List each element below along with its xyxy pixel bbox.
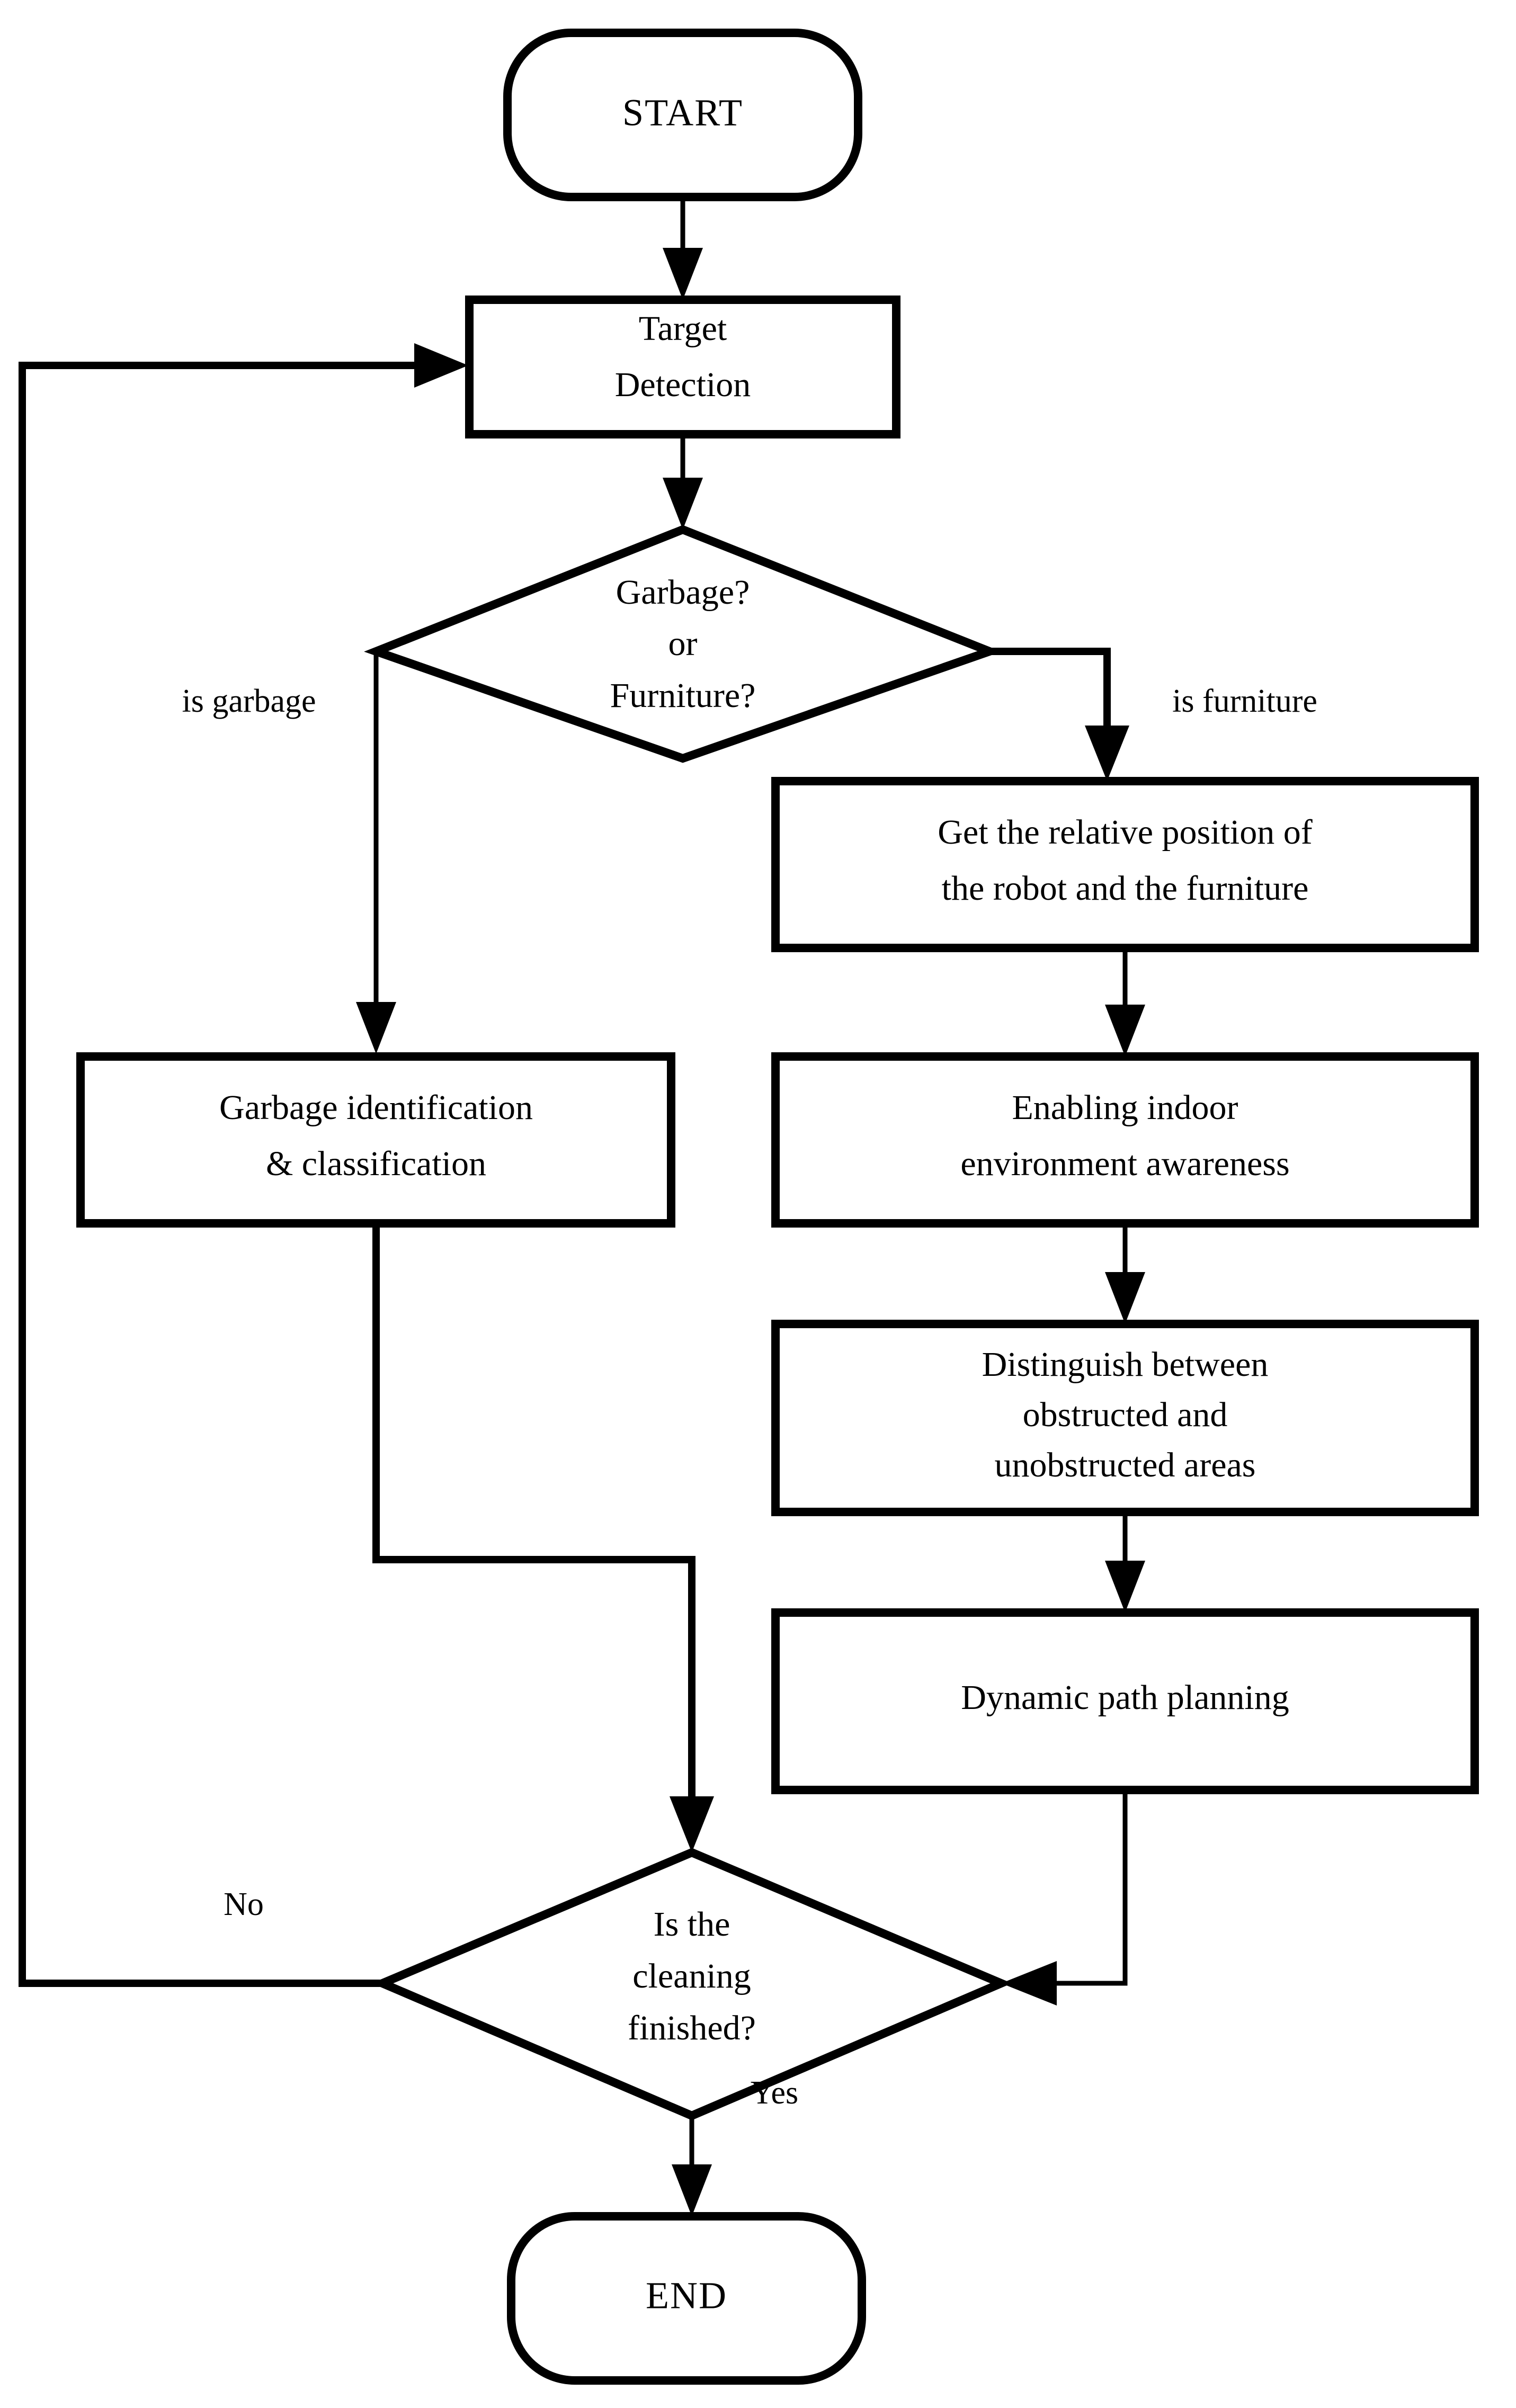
- node-relative-position[interactable]: Get the relative position of the robot a…: [771, 777, 1479, 952]
- node-path-planning-label: Dynamic path planning: [961, 1678, 1289, 1717]
- edge-distinguish-areas-to-path-planning: [1105, 1512, 1145, 1613]
- node-start-label: START: [622, 92, 743, 134]
- edge-target-detection-to-decision-type: [663, 434, 703, 530]
- node-decision-type-label-line3: Furniture?: [610, 676, 756, 715]
- node-decision-type-label-line1: Garbage?: [616, 573, 750, 612]
- node-start[interactable]: START: [503, 29, 862, 201]
- edge-environment-awareness-to-distinguish-areas: [1105, 1223, 1145, 1324]
- node-relative-position-label-line2: the robot and the furniture: [942, 869, 1309, 908]
- edge-decision-finished-yes-to-end: [672, 2116, 712, 2216]
- node-decision-finished-label-line1: Is the: [654, 1905, 730, 1944]
- node-garbage-box-label-line1: Garbage identification: [219, 1088, 533, 1127]
- node-distinguish-areas-label-line3: unobstructed areas: [995, 1446, 1256, 1484]
- node-distinguish-areas-label-line1: Distinguish between: [982, 1345, 1269, 1384]
- node-distinguish-areas[interactable]: Distinguish between obstructed and unobs…: [771, 1320, 1479, 1516]
- node-garbage-box[interactable]: Garbage identification & classification: [76, 1052, 675, 1228]
- node-decision-finished-label-line3: finished?: [628, 2009, 756, 2047]
- edge-label-is-furniture: is furniture: [1172, 683, 1317, 719]
- edge-decision-type-is-furniture: [989, 648, 1129, 781]
- node-target-detection-label-line1: Target: [639, 309, 727, 348]
- node-decision-type-label-line2: or: [668, 624, 698, 663]
- node-decision-type[interactable]: Garbage? or Furniture?: [364, 525, 1002, 763]
- node-relative-position-label-line1: Get the relative position of: [938, 813, 1312, 852]
- node-decision-finished-label-line2: cleaning: [632, 1957, 751, 1995]
- node-environment-awareness[interactable]: Enabling indoor environment awareness: [771, 1052, 1479, 1228]
- node-path-planning[interactable]: Dynamic path planning: [771, 1608, 1479, 1794]
- edge-garbage-box-to-decision-finished: [372, 1223, 714, 1852]
- node-end[interactable]: END: [507, 2212, 866, 2385]
- edge-label-no: No: [224, 1886, 264, 1922]
- edge-label-yes: Yes: [751, 2075, 798, 2111]
- edge-relative-position-to-environment-awareness: [1105, 948, 1145, 1057]
- node-environment-awareness-label-line1: Enabling indoor: [1012, 1088, 1238, 1127]
- node-decision-finished[interactable]: Is the cleaning finished?: [371, 1848, 1012, 2120]
- node-environment-awareness-label-line2: environment awareness: [960, 1144, 1289, 1183]
- edge-start-to-target-detection: [663, 197, 703, 300]
- node-end-label: END: [646, 2275, 727, 2317]
- node-garbage-box-label-line2: & classification: [266, 1144, 486, 1183]
- node-target-detection[interactable]: Target Detection: [465, 296, 900, 438]
- edge-decision-type-is-garbage: [356, 651, 396, 1054]
- edge-path-planning-to-decision-finished: [1001, 1790, 1128, 2006]
- edge-decision-finished-no-loop: [19, 343, 468, 1987]
- edge-label-is-garbage: is garbage: [182, 683, 316, 719]
- node-target-detection-label-line2: Detection: [615, 365, 751, 404]
- node-distinguish-areas-label-line2: obstructed and: [1023, 1395, 1228, 1434]
